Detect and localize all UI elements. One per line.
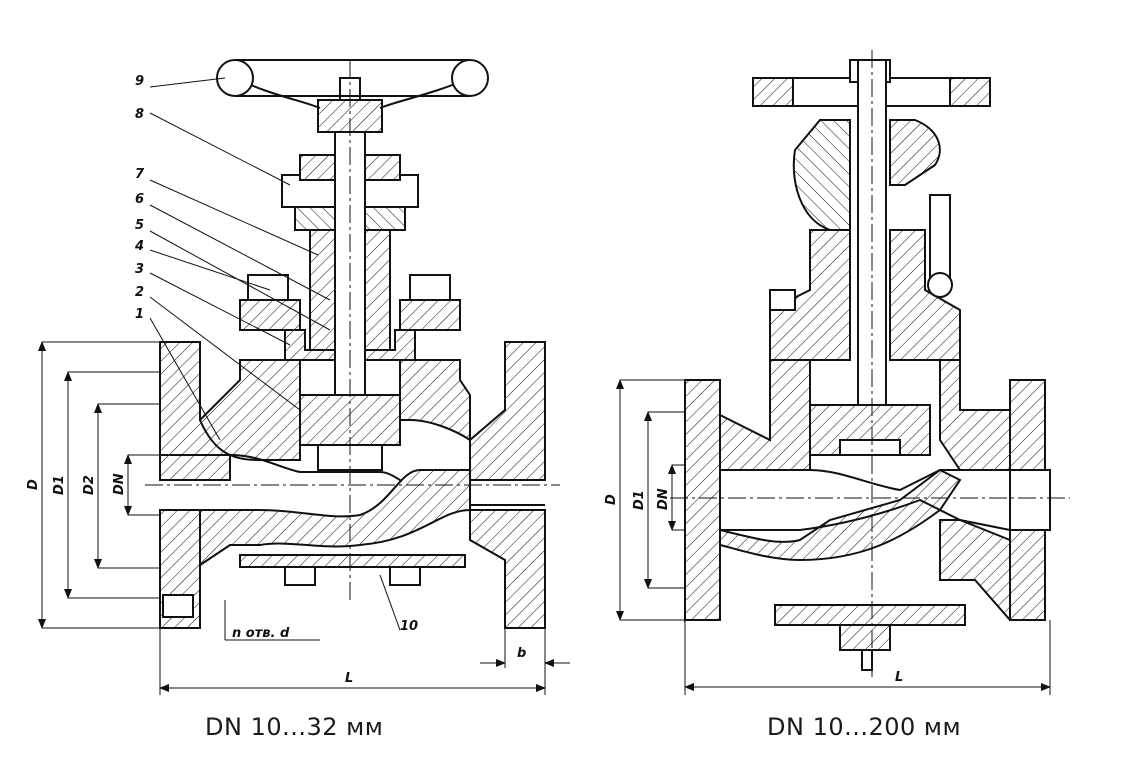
caption-left: DN 10...32 мм	[205, 713, 384, 741]
left-bonnet-flange-left	[239, 299, 301, 331]
left-bolt-hole-left	[162, 594, 194, 618]
right-bonnet-bolt-left	[769, 289, 796, 311]
left-part-leaders	[149, 77, 401, 631]
right-disc	[839, 439, 901, 456]
dim-D-right: D	[604, 494, 619, 505]
dim-D1-left: D1	[52, 475, 67, 495]
left-bottom-bolt-1	[284, 566, 316, 586]
right-gland-bolt	[929, 194, 951, 286]
right-gland-eye	[927, 272, 953, 298]
left-valve-body-right	[399, 359, 471, 442]
left-bonnet-nut-right	[409, 274, 451, 301]
dim-L-left: L	[345, 671, 353, 686]
dim-D1-right: D1	[632, 490, 647, 510]
left-gland-right	[364, 229, 391, 351]
left-valve-body	[198, 359, 301, 461]
right-outlet-port	[1009, 469, 1051, 531]
left-dimensions	[38, 341, 570, 695]
right-yoke	[792, 119, 851, 231]
dim-DN-right: DN	[656, 488, 671, 510]
part-label-2: 2	[135, 285, 144, 300]
part-label-3: 3	[135, 262, 144, 277]
caption-right: DN 10...200 мм	[767, 713, 962, 741]
right-body-lower-left	[684, 468, 962, 623]
left-bottom-bolt-2	[389, 566, 421, 586]
left-gland-left	[309, 229, 336, 351]
dim-b-left: b	[517, 646, 526, 661]
right-bonnet-right	[889, 229, 961, 361]
left-bonnet	[284, 329, 416, 361]
dim-D2-left: D2	[82, 475, 97, 495]
part-label-6: 6	[135, 192, 144, 207]
part-label-10: 10	[400, 619, 418, 634]
right-drain-plug	[839, 624, 891, 651]
left-bottom-cover	[239, 554, 466, 568]
part-label-5: 5	[135, 218, 144, 233]
dim-D-left: D	[26, 479, 41, 490]
dim-holes-left: n отв. d	[232, 626, 290, 641]
left-handwheel-rim-right	[451, 59, 489, 97]
part-label-9: 9	[135, 74, 144, 89]
dim-DN-left: DN	[112, 473, 127, 495]
part-label-4: 4	[134, 239, 144, 254]
left-valve-drawing: 9 8 7 6 5 4 3 2 1 10	[26, 59, 570, 695]
part-label-8: 8	[135, 107, 144, 122]
dim-L-right: L	[895, 670, 903, 685]
right-dimensions	[616, 379, 1051, 695]
left-flange-outlet-lower	[469, 509, 546, 629]
left-flange-outlet	[469, 341, 546, 481]
left-bonnet-nut-left	[247, 274, 289, 301]
part-label-7: 7	[135, 167, 145, 182]
right-flange-left	[684, 379, 721, 621]
right-bottom-cover	[774, 604, 966, 626]
right-drain-stem	[861, 649, 873, 671]
right-flow-passage-lower	[720, 498, 1011, 531]
part-label-1: 1	[135, 307, 144, 322]
right-flow-passage	[720, 469, 1010, 492]
right-valve-drawing: D D1 DN L	[604, 50, 1070, 695]
left-bonnet-flange-right	[399, 299, 461, 331]
left-flow-passage-lower	[199, 469, 471, 567]
right-handwheel-right	[949, 77, 991, 107]
right-handwheel-left	[752, 77, 794, 107]
right-yoke-right	[889, 119, 941, 186]
